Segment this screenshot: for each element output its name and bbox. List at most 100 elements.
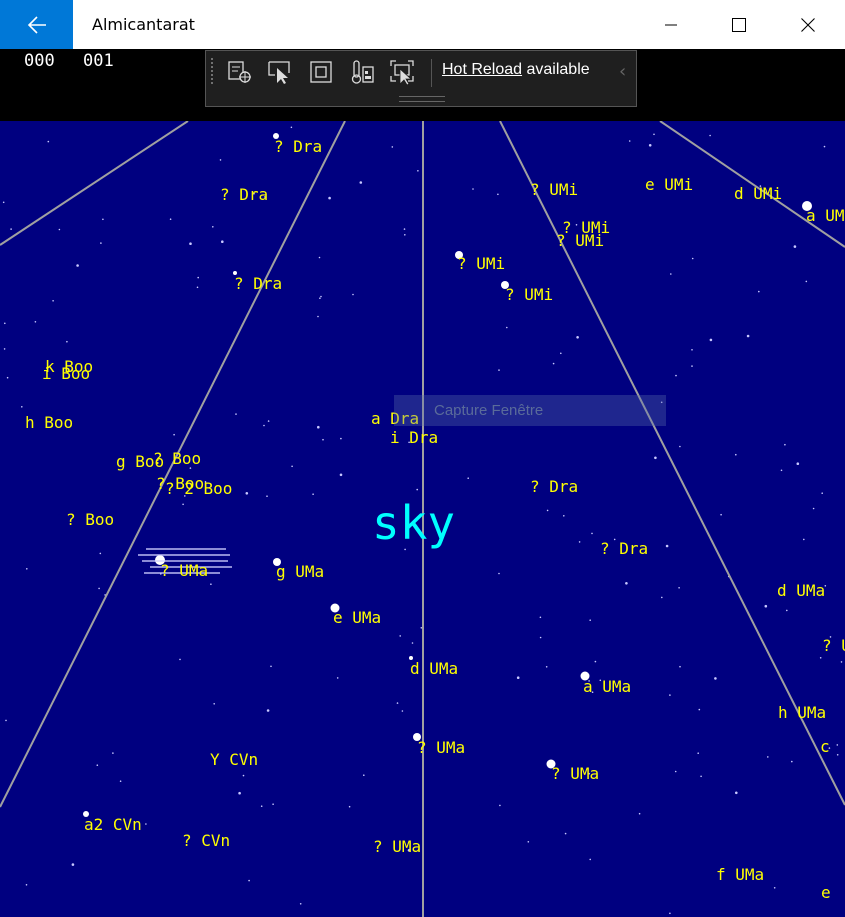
faint-star bbox=[660, 401, 663, 404]
star-label: k Boo bbox=[45, 357, 93, 376]
faint-star bbox=[47, 140, 50, 143]
star-label: ? UMi bbox=[530, 180, 578, 199]
faint-star bbox=[235, 413, 237, 415]
live-visual-tree-icon[interactable] bbox=[226, 59, 254, 85]
faint-star bbox=[179, 658, 181, 661]
back-button[interactable] bbox=[0, 0, 73, 49]
faint-star bbox=[411, 642, 414, 644]
display-layout-adorners-icon[interactable] bbox=[307, 59, 335, 85]
minimize-button[interactable] bbox=[637, 0, 705, 49]
faint-star bbox=[407, 849, 411, 852]
faint-star bbox=[272, 803, 274, 805]
faint-star bbox=[625, 582, 628, 585]
faint-star bbox=[613, 538, 616, 541]
maximize-button[interactable] bbox=[705, 0, 773, 49]
faint-star bbox=[674, 770, 677, 773]
sky-view[interactable]: ? Dra ? Dra ? Dra ? UMi e UMi d UMi a UM… bbox=[0, 121, 845, 917]
star-label: f UMa bbox=[716, 865, 764, 884]
faint-star bbox=[119, 780, 122, 782]
toolbar-grip[interactable] bbox=[399, 96, 445, 102]
drag-handle[interactable] bbox=[210, 57, 214, 85]
faint-star bbox=[836, 744, 839, 746]
faint-star bbox=[317, 315, 319, 318]
star-label: d UMa bbox=[410, 659, 458, 678]
faint-star bbox=[266, 495, 268, 498]
faint-star bbox=[675, 374, 677, 377]
faint-star bbox=[420, 627, 423, 629]
star bbox=[330, 603, 340, 613]
faint-star bbox=[829, 636, 832, 638]
faint-star bbox=[506, 326, 508, 329]
star bbox=[455, 251, 463, 259]
faint-star bbox=[669, 694, 671, 696]
faint-star bbox=[348, 805, 351, 808]
faint-star bbox=[467, 477, 470, 480]
faint-star bbox=[758, 290, 760, 293]
star bbox=[546, 759, 556, 769]
star bbox=[409, 656, 413, 660]
faint-star bbox=[363, 774, 365, 776]
faint-star bbox=[2, 201, 5, 204]
star bbox=[501, 281, 509, 289]
counter-1: 001 bbox=[83, 51, 114, 71]
faint-star bbox=[318, 256, 321, 259]
faint-star bbox=[21, 406, 23, 408]
faint-star bbox=[10, 228, 12, 230]
faint-star bbox=[670, 273, 672, 275]
chevron-left-icon[interactable]: ‹ bbox=[619, 61, 627, 82]
faint-star bbox=[98, 587, 100, 590]
faint-star bbox=[290, 126, 293, 129]
faint-star bbox=[840, 661, 843, 663]
faint-star bbox=[824, 585, 827, 587]
star-label: ? Dra bbox=[234, 274, 282, 293]
faint-star bbox=[396, 702, 399, 704]
star-label: ? Boo bbox=[66, 510, 114, 529]
sky-title: sky bbox=[372, 496, 455, 550]
minimize-icon bbox=[665, 24, 677, 25]
star bbox=[233, 271, 237, 275]
faint-star bbox=[599, 679, 602, 682]
star-label: a2 CVn bbox=[84, 815, 142, 834]
faint-star bbox=[819, 657, 822, 659]
select-element-icon[interactable] bbox=[266, 59, 294, 85]
faint-star bbox=[836, 754, 839, 756]
faint-star bbox=[786, 609, 788, 612]
faint-star bbox=[96, 764, 99, 766]
faint-star bbox=[169, 218, 172, 220]
faint-star bbox=[552, 362, 555, 365]
faint-star bbox=[679, 665, 681, 668]
faint-star bbox=[564, 832, 567, 835]
faint-star bbox=[184, 495, 186, 497]
faint-star bbox=[71, 863, 75, 866]
faint-star bbox=[628, 140, 631, 142]
bright-stars bbox=[83, 133, 812, 817]
star-label: ? UMa bbox=[822, 636, 845, 655]
faint-star bbox=[539, 616, 542, 619]
faint-star bbox=[416, 488, 419, 491]
track-focus-icon[interactable] bbox=[348, 59, 376, 85]
faint-star bbox=[691, 349, 693, 351]
faint-star bbox=[591, 532, 593, 535]
star-label: a Dra bbox=[371, 409, 419, 428]
preview-selection-icon[interactable] bbox=[388, 59, 416, 85]
star bbox=[802, 201, 812, 211]
star-label: ? UMi bbox=[562, 218, 610, 237]
hot-reload-link[interactable]: Hot Reload bbox=[442, 61, 523, 78]
close-button[interactable] bbox=[774, 0, 842, 49]
faint-star bbox=[417, 170, 419, 172]
star-label: h Boo bbox=[25, 413, 73, 432]
faint-star bbox=[242, 774, 245, 777]
meridian-line-left bbox=[0, 121, 346, 808]
faint-star bbox=[735, 453, 737, 456]
faint-star bbox=[99, 552, 102, 555]
faint-star bbox=[589, 619, 591, 621]
faint-star bbox=[319, 297, 321, 299]
star-label: e bbox=[821, 883, 831, 902]
faint-star bbox=[589, 858, 591, 861]
faint-star bbox=[793, 245, 797, 248]
faint-star bbox=[648, 144, 652, 147]
faint-star bbox=[76, 264, 79, 267]
faint-star bbox=[248, 879, 250, 882]
faint-star bbox=[698, 708, 701, 711]
faint-star bbox=[791, 760, 793, 763]
